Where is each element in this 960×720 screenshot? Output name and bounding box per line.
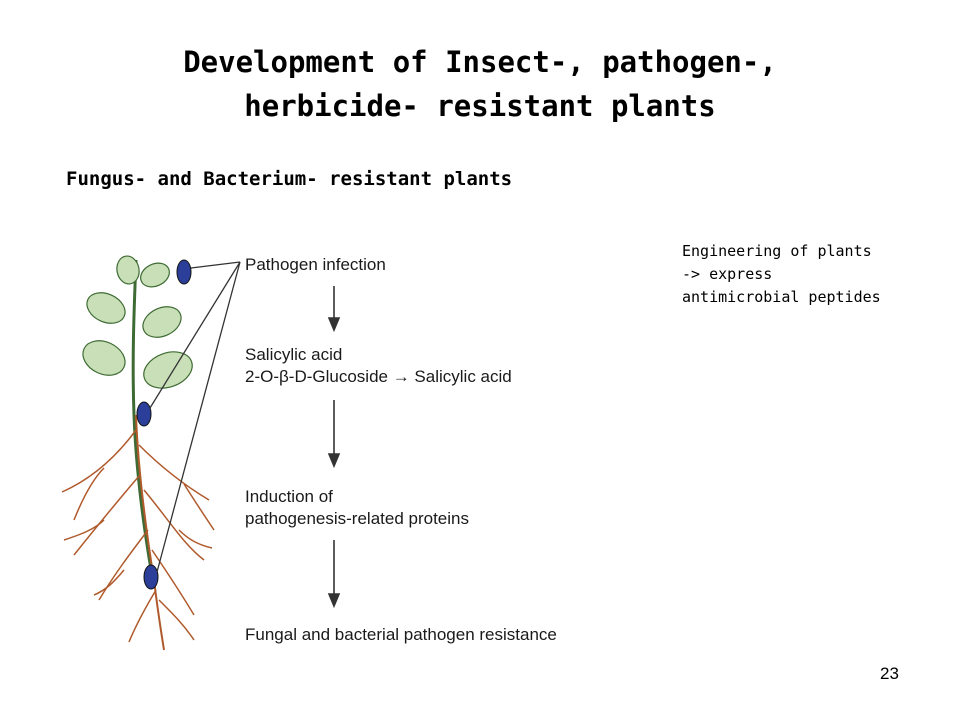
step-induction-line-2: pathogenesis-related proteins (245, 509, 469, 528)
plant-roots (61, 429, 215, 643)
flow-arrows (327, 286, 341, 609)
step-glucoside-conversion: 2-O-β-D-Glucoside → Salicylic acid (245, 367, 512, 386)
step-salicylic-acid-label: Salicylic acid (245, 345, 343, 364)
step-salicylic-acid: Salicylic acid 2-O-β-D-Glucoside → Salic… (245, 344, 512, 388)
pathway-figure: Pathogen infection Salicylic acid 2-O-β-… (44, 230, 636, 660)
plant-leaves (82, 255, 193, 389)
plant-illustration (61, 255, 341, 651)
page-number: 23 (880, 664, 899, 683)
pathogen-root (143, 564, 159, 590)
title-line-2: herbicide- resistant plants (244, 89, 716, 123)
step-pathogen-resistance: Fungal and bacterial pathogen resistance (245, 625, 557, 644)
step-pathogen-infection: Pathogen infection (245, 255, 386, 274)
plant-root-main (135, 414, 165, 651)
slide-title: Development of Insect-, pathogen-, herbi… (0, 40, 960, 128)
pathogen-stem (136, 401, 152, 427)
side-note: Engineering of plants -> express antimic… (682, 240, 881, 309)
note-line-1: Engineering of plants (682, 242, 872, 260)
title-line-1: Development of Insect-, pathogen-, (183, 45, 777, 79)
step-induction-line-1: Induction of (245, 487, 333, 506)
plant-stem (131, 259, 154, 576)
pathogen-connector-lines (149, 261, 241, 573)
slide-subtitle: Fungus- and Bacterium- resistant plants (66, 168, 513, 190)
note-line-2: -> express (682, 265, 773, 283)
pathogen-leaf (176, 259, 192, 285)
step-induction: Induction of pathogenesis-related protei… (245, 486, 469, 530)
note-line-3: antimicrobial peptides (682, 288, 881, 306)
